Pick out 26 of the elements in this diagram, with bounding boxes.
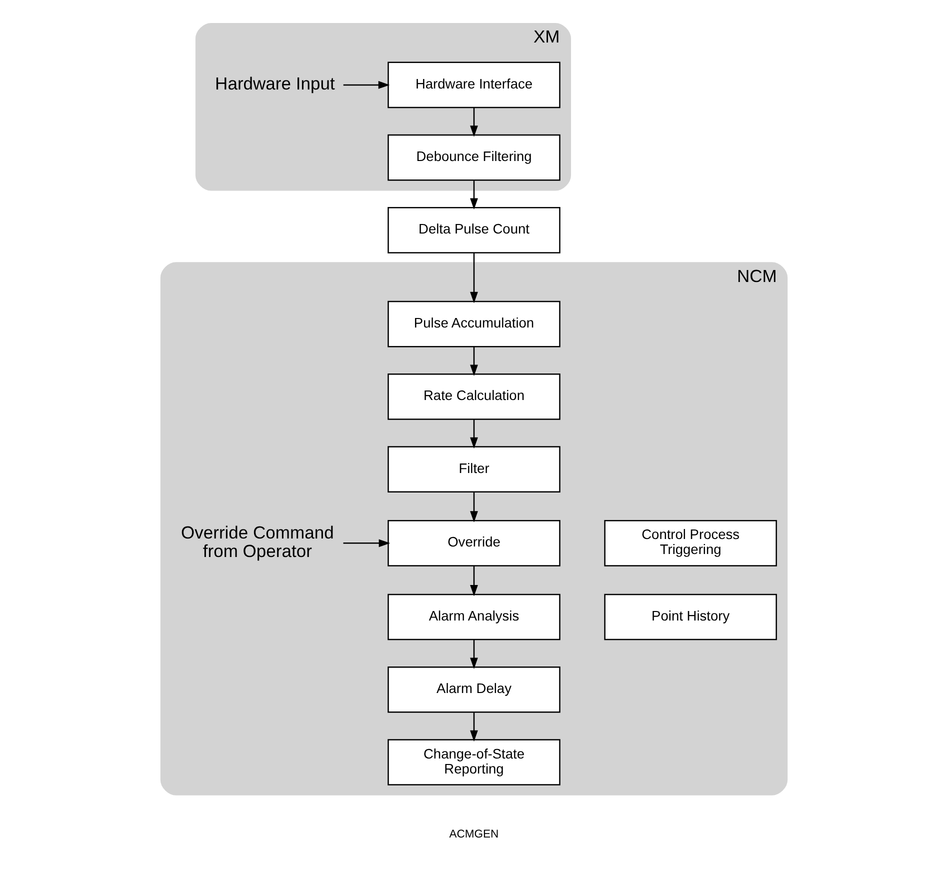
node-box: Point History bbox=[604, 594, 777, 640]
arrow bbox=[470, 346, 478, 376]
node-box: Change-of-State Reporting bbox=[388, 739, 560, 786]
node-box: Delta Pulse Count bbox=[388, 207, 560, 254]
node-box: Override bbox=[388, 520, 560, 566]
arrow bbox=[343, 539, 390, 548]
node-box: Filter bbox=[388, 446, 560, 492]
node-box: Pulse Accumulation bbox=[388, 300, 560, 348]
arrow bbox=[470, 712, 478, 742]
arrow bbox=[343, 81, 390, 89]
arrow bbox=[470, 419, 478, 449]
node-box: Rate Calculation bbox=[388, 374, 560, 420]
node-box: Alarm Analysis bbox=[388, 594, 560, 640]
arrow bbox=[470, 492, 478, 522]
arrow bbox=[470, 640, 478, 669]
arrow bbox=[470, 180, 478, 210]
node-box: Debounce Filtering bbox=[388, 134, 560, 181]
label: ACMGEN bbox=[449, 828, 499, 841]
node-box: Control Process Triggering bbox=[604, 520, 777, 566]
node-text: Hardware Input bbox=[215, 74, 335, 94]
node-box: Hardware Interface bbox=[388, 62, 560, 108]
node-box: Alarm Delay bbox=[388, 666, 560, 713]
arrow bbox=[470, 566, 478, 596]
arrow bbox=[470, 253, 478, 304]
arrow bbox=[470, 108, 478, 137]
node-text: Override Command from Operator bbox=[181, 522, 334, 562]
